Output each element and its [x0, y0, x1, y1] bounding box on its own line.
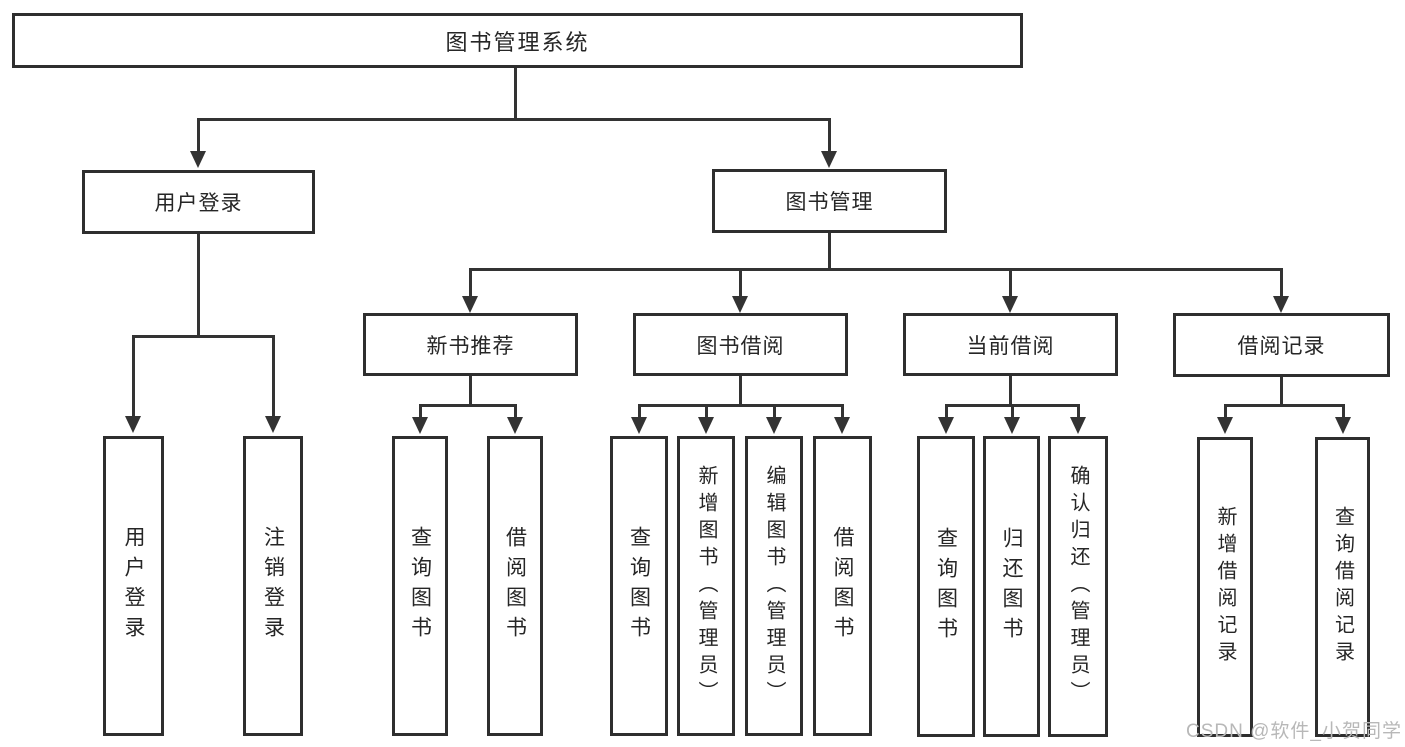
arrowhead-icon	[462, 296, 478, 313]
arrowhead-icon	[938, 417, 954, 434]
connector-line	[1009, 268, 1012, 298]
node-new-book-recommend: 新书推荐	[363, 313, 578, 376]
arrowhead-icon	[507, 417, 523, 434]
node-user-login: 用户登录	[82, 170, 315, 234]
connector-line	[828, 233, 831, 270]
connector-line	[739, 268, 742, 298]
leaf-borrow-borrow-book-label: 借阅图书	[831, 526, 854, 646]
leaf-current-return-book: 归还图书	[983, 436, 1040, 737]
connector-line	[841, 404, 844, 420]
leaf-logout: 注销登录	[243, 436, 303, 736]
connector-line	[197, 118, 200, 152]
arrowhead-icon	[412, 417, 428, 434]
arrowhead-icon	[1273, 296, 1289, 313]
leaf-borrow-add-book-admin: 新增图书（管理员）	[677, 436, 735, 736]
leaf-borrow-query-book: 查询图书	[610, 436, 668, 736]
leaf-logout-label: 注销登录	[261, 526, 285, 646]
leaf-records-add-record: 新增借阅记录	[1197, 437, 1253, 737]
connector-line	[1011, 404, 1014, 420]
connector-line	[469, 376, 472, 407]
leaf-user-login-label: 用户登录	[122, 526, 145, 646]
connector-line	[1224, 404, 1345, 407]
connector-line	[514, 404, 517, 420]
connector-line	[132, 335, 135, 417]
leaf-current-confirm-return-admin: 确认归还（管理员）	[1048, 436, 1108, 737]
connector-line	[705, 404, 708, 420]
connector-line	[419, 404, 517, 407]
connector-line	[638, 404, 641, 420]
arrowhead-icon	[766, 417, 782, 434]
arrowhead-icon	[1070, 417, 1086, 434]
leaf-current-return-book-label: 归还图书	[1000, 526, 1023, 647]
leaf-current-query-book: 查询图书	[917, 436, 975, 737]
arrowhead-icon	[190, 151, 206, 168]
arrowhead-icon	[1335, 417, 1351, 434]
csdn-watermark: CSDN @软件_小贺同学	[1186, 721, 1402, 742]
leaf-current-query-book-label: 查询图书	[934, 526, 958, 647]
connector-line	[197, 118, 831, 121]
leaf-records-query-record-label: 查询借阅记录	[1331, 506, 1354, 668]
leaf-borrow-edit-book-admin: 编辑图书（管理员）	[745, 436, 803, 736]
arrowhead-icon	[732, 296, 748, 313]
node-book-manage-label: 图书管理	[785, 191, 874, 214]
arrowhead-icon	[265, 416, 281, 433]
connector-line	[1009, 376, 1012, 407]
leaf-recommend-borrow-book-label: 借阅图书	[503, 526, 527, 646]
node-current-borrow-label: 当前借阅	[966, 334, 1055, 358]
connector-line	[739, 376, 742, 407]
leaf-borrow-edit-book-admin-label: 编辑图书（管理员）	[763, 464, 785, 708]
connector-line	[197, 234, 200, 335]
node-new-book-recommend-label: 新书推荐	[426, 334, 515, 358]
arrowhead-icon	[698, 417, 714, 434]
connector-line	[469, 268, 1283, 271]
connector-line	[1280, 377, 1283, 407]
connector-line	[828, 118, 831, 152]
arrowhead-icon	[834, 417, 850, 434]
leaf-user-login: 用户登录	[103, 436, 164, 736]
node-borrow-records-label: 借阅记录	[1237, 335, 1326, 358]
leaf-borrow-add-book-admin-label: 新增图书（管理员）	[695, 464, 717, 708]
node-root-label: 图书管理系统	[445, 29, 590, 55]
leaf-recommend-query-book: 查询图书	[392, 436, 448, 736]
node-root-library-system: 图书管理系统	[12, 13, 1023, 68]
leaf-borrow-borrow-book: 借阅图书	[813, 436, 872, 736]
leaf-current-confirm-return-admin-label: 确认归还（管理员）	[1067, 465, 1089, 708]
node-current-borrow: 当前借阅	[903, 313, 1118, 376]
node-book-borrow: 图书借阅	[633, 313, 848, 376]
leaf-records-add-record-label: 新增借阅记录	[1214, 506, 1236, 668]
arrowhead-icon	[1217, 417, 1233, 434]
connector-line	[638, 404, 844, 407]
node-borrow-records: 借阅记录	[1173, 313, 1390, 377]
leaf-records-query-record: 查询借阅记录	[1315, 437, 1370, 737]
connector-line	[469, 268, 472, 298]
leaf-recommend-borrow-book: 借阅图书	[487, 436, 543, 736]
connector-line	[1280, 268, 1283, 298]
leaf-borrow-query-book-label: 查询图书	[627, 526, 651, 646]
connector-line	[272, 335, 275, 417]
node-book-manage: 图书管理	[712, 169, 947, 233]
node-user-login-label: 用户登录	[154, 192, 243, 215]
connector-line	[1224, 404, 1227, 420]
connector-line	[773, 404, 776, 420]
arrowhead-icon	[631, 417, 647, 434]
connector-line	[945, 404, 948, 420]
connector-line	[514, 68, 517, 118]
connector-line	[1077, 404, 1080, 420]
node-book-borrow-label: 图书借阅	[696, 334, 785, 358]
connector-line	[1342, 404, 1345, 420]
arrowhead-icon	[821, 151, 837, 168]
arrowhead-icon	[125, 416, 141, 433]
arrowhead-icon	[1002, 296, 1018, 313]
connector-line	[132, 335, 274, 338]
arrowhead-icon	[1004, 417, 1020, 434]
connector-line	[419, 404, 422, 420]
leaf-recommend-query-book-label: 查询图书	[408, 526, 432, 646]
